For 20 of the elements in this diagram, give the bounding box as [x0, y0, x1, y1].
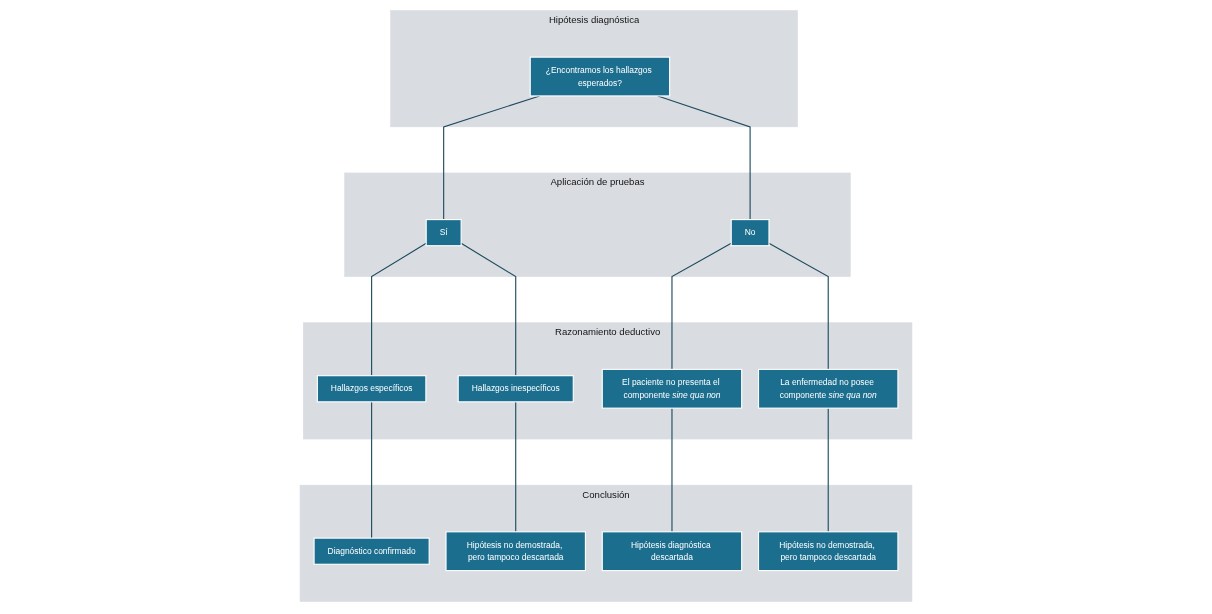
node-box: Hipótesis no demostrada, pero tampoco descartada: [757, 531, 899, 572]
connector: [657, 95, 751, 221]
node-box: El paciente no presenta el componente sine qua non: [601, 368, 743, 409]
node-box: ¿Encontramos los hallazgos esperados?: [529, 56, 671, 97]
connector: [515, 401, 517, 533]
connector: [671, 242, 732, 370]
node-box: Diagnóstico confirmado: [313, 537, 430, 565]
node-box: La enfermedad no posee componente sine qua non: [757, 368, 899, 409]
node-box: Hallazgos inespecíficos: [457, 375, 574, 403]
connector: [827, 407, 829, 533]
connector: [460, 242, 517, 377]
connector: [768, 242, 829, 370]
node-box: Hallazgos específicos: [316, 375, 427, 403]
connector: [671, 407, 673, 533]
node-box: No: [730, 219, 770, 247]
node-box: Hipótesis no demostrada, pero tampoco descartada: [445, 531, 586, 572]
connector: [371, 242, 427, 377]
node-box: Sí: [425, 219, 462, 247]
node-box: Hipótesis diagnóstica descartada: [601, 531, 743, 572]
connector: [371, 401, 373, 539]
